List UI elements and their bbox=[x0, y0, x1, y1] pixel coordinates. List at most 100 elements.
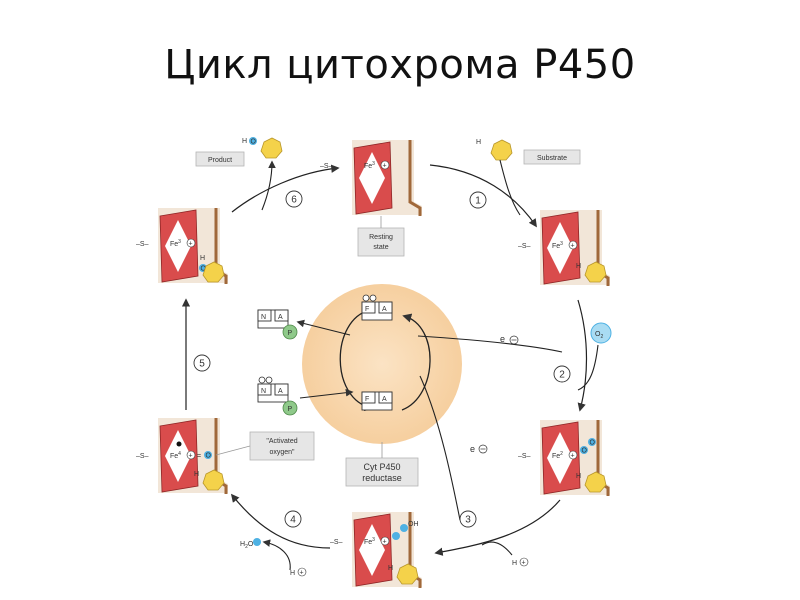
svg-text:Fe3: Fe3 bbox=[364, 161, 375, 170]
product-label-box bbox=[195, 151, 245, 167]
electron-label-2: e bbox=[470, 444, 475, 454]
page-title: Цикл цитохрома Р450 bbox=[164, 42, 636, 88]
phosphate-icon bbox=[282, 324, 298, 340]
product-molecule: H O bbox=[242, 137, 283, 159]
water-label: H2O bbox=[240, 541, 254, 550]
arrow-step-3 bbox=[434, 499, 561, 556]
svg-text:F: F bbox=[365, 396, 369, 403]
svg-text:Fe2: Fe2 bbox=[552, 451, 563, 460]
resting-label-1: Resting bbox=[369, 234, 393, 241]
substrate-entry bbox=[499, 159, 521, 216]
arrow-step-4 bbox=[230, 493, 331, 549]
svg-text:N: N bbox=[261, 388, 266, 395]
reductase-label-box bbox=[345, 457, 419, 487]
svg-text:Fe3: Fe3 bbox=[170, 239, 181, 248]
reductase-loop-left bbox=[339, 309, 374, 412]
svg-text:–S–: –S– bbox=[330, 539, 343, 546]
reductase-loop-right bbox=[401, 313, 431, 411]
svg-text:3: 3 bbox=[465, 515, 471, 526]
svg-text:O2: O2 bbox=[595, 331, 603, 340]
water-exit bbox=[262, 539, 291, 571]
svg-text:O: O bbox=[590, 440, 596, 447]
svg-text:+: + bbox=[189, 241, 193, 248]
reductase-label-1: Cyt P450 bbox=[363, 462, 400, 472]
svg-text:O: O bbox=[251, 139, 257, 146]
svg-text:A: A bbox=[278, 314, 283, 321]
svg-text:Fe3: Fe3 bbox=[552, 241, 563, 250]
heme-activated: –S– Fe4 + = O H bbox=[136, 418, 228, 494]
substrate-label: Substrate bbox=[537, 155, 567, 162]
electron-arrow-bottom bbox=[419, 375, 461, 521]
svg-text:+: + bbox=[571, 453, 575, 460]
svg-text:H: H bbox=[476, 139, 481, 146]
svg-text:+: + bbox=[571, 243, 575, 250]
svg-text:+: + bbox=[383, 163, 387, 170]
fad-unit-top: F A bbox=[361, 294, 393, 321]
svg-text:OH: OH bbox=[408, 521, 419, 528]
proton-label-2: H bbox=[512, 560, 517, 567]
svg-text:H: H bbox=[200, 255, 205, 262]
arrow-step-1 bbox=[429, 164, 537, 228]
svg-text:+: + bbox=[189, 453, 193, 460]
reductase-label-2: reductase bbox=[362, 473, 402, 483]
activated-oxygen-box bbox=[249, 431, 315, 461]
substrate-icon bbox=[584, 261, 607, 283]
svg-text:O: O bbox=[206, 453, 212, 460]
nadp-label: N bbox=[261, 314, 266, 321]
fad-unit-bottom: F A bbox=[361, 391, 393, 411]
svg-text:H: H bbox=[576, 473, 581, 480]
svg-text:H: H bbox=[194, 471, 199, 478]
svg-text:P: P bbox=[288, 330, 293, 337]
resting-label-2: state bbox=[373, 244, 388, 251]
reductase-circle bbox=[302, 284, 462, 444]
svg-text:–S–: –S– bbox=[518, 453, 531, 460]
svg-text:–S–: –S– bbox=[518, 243, 531, 250]
heme-resting: –S– Fe3 + bbox=[320, 140, 422, 216]
svg-text:Fe3: Fe3 bbox=[364, 537, 375, 546]
substrate-molecule: H bbox=[476, 139, 513, 161]
step-4-badge: 4 bbox=[284, 510, 302, 528]
step-5-badge: 5 bbox=[193, 354, 211, 372]
heme-substrate-bound: –S– Fe3 + H bbox=[518, 210, 610, 286]
heme-product-bound: –S– Fe3 + H O bbox=[136, 208, 228, 284]
heme-peroxo: –S– Fe3 + OH H bbox=[330, 512, 422, 588]
svg-text:H: H bbox=[388, 565, 393, 572]
nadp-unit-top: N A P bbox=[257, 309, 298, 340]
substrate-label-box bbox=[523, 149, 581, 165]
a-label: A bbox=[382, 306, 387, 313]
product-icon bbox=[260, 137, 283, 159]
svg-text:–S–: –S– bbox=[136, 453, 149, 460]
svg-text:+: + bbox=[300, 570, 304, 577]
step-6-badge: 6 bbox=[285, 190, 303, 208]
free-substrate-icon bbox=[490, 139, 513, 161]
nadph-unit-bottom: N A P bbox=[257, 376, 298, 416]
product-exit bbox=[261, 160, 276, 211]
o2-entry bbox=[577, 344, 599, 391]
svg-text:4: 4 bbox=[290, 515, 296, 526]
svg-text:O: O bbox=[201, 266, 207, 273]
svg-text:2: 2 bbox=[559, 370, 565, 381]
svg-text:O: O bbox=[582, 448, 588, 455]
resting-state-box bbox=[357, 227, 405, 257]
svg-text:–S–: –S– bbox=[136, 241, 149, 248]
activated-label-2: oxygen" bbox=[269, 449, 295, 456]
electron-label-1: e bbox=[500, 334, 505, 344]
sulfur-label: –S– bbox=[320, 163, 333, 170]
step-1-badge: 1 bbox=[469, 191, 487, 209]
product-label: Product bbox=[208, 157, 232, 164]
o2-icon bbox=[590, 322, 612, 344]
svg-text:H: H bbox=[576, 263, 581, 270]
fad-label: F bbox=[365, 306, 369, 313]
svg-text:1: 1 bbox=[475, 196, 481, 207]
svg-text:=: = bbox=[197, 453, 201, 460]
svg-text:A: A bbox=[278, 388, 283, 395]
heme-oxy: –S– Fe2 + O O H bbox=[518, 420, 610, 496]
activated-label-1: "Activated bbox=[266, 438, 297, 445]
svg-text:6: 6 bbox=[291, 195, 297, 206]
svg-text:+: + bbox=[383, 539, 387, 546]
svg-text:A: A bbox=[382, 396, 387, 403]
proton-entry-1 bbox=[481, 541, 513, 556]
svg-text:+: + bbox=[522, 560, 526, 567]
svg-text:Fe4: Fe4 bbox=[170, 451, 181, 460]
